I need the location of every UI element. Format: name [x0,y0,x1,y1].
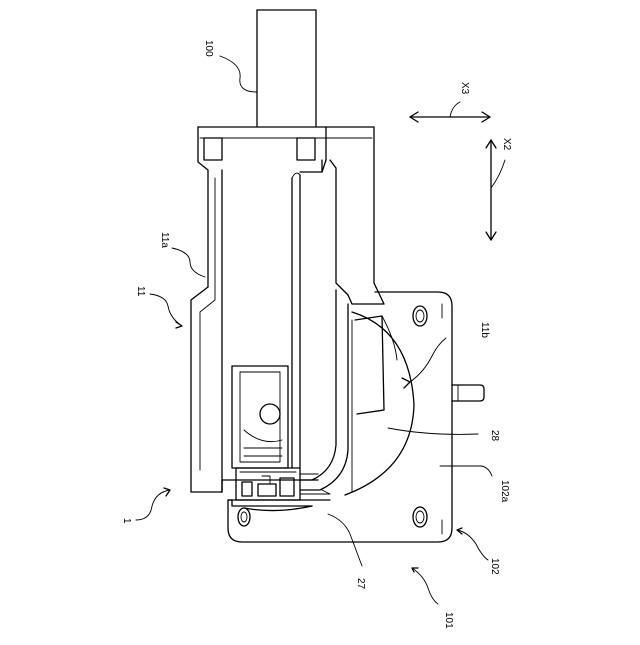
label-x3: X3 [459,82,470,95]
label-27: 27 [355,578,366,590]
cable-100 [257,10,316,126]
label-100: 100 [203,40,214,57]
label-x2: X2 [501,138,512,151]
rotor-28 [345,312,414,495]
x3-axis-arrow [410,102,490,122]
label-101: 101 [443,612,454,629]
reference-labels: 100 11a 11 11b 28 102a 102 101 27 1 X3 X… [121,40,512,629]
mounting-hole [238,508,250,526]
label-11: 11 [135,286,146,297]
label-1: 1 [121,518,132,524]
label-102: 102 [489,558,500,575]
label-11b: 11b [479,322,490,338]
x2-axis-arrow [486,140,505,240]
mounting-hole [413,306,427,326]
terminal-compartment [232,366,288,468]
label-28: 28 [489,430,500,442]
bracket-102 [228,292,484,542]
shaft-pin [452,385,484,401]
mounting-hole [413,507,427,527]
leader-arrowheads [164,322,462,572]
label-11a: 11a [159,232,170,248]
label-102a: 102a [499,480,510,503]
latch-detail-27 [232,468,330,511]
